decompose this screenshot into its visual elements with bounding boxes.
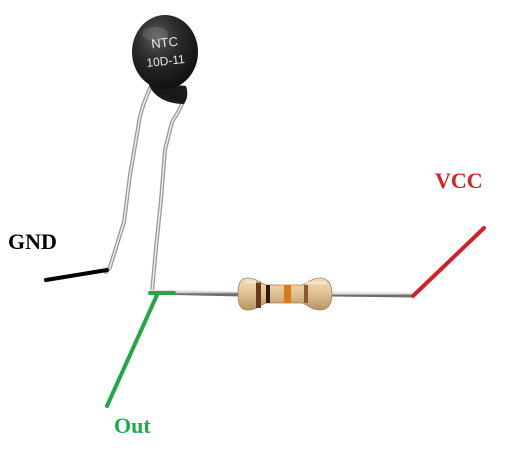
thermistor-text-line1: NTC bbox=[150, 34, 178, 52]
resistor-band-1 bbox=[256, 281, 261, 308]
resistor-band-3 bbox=[284, 285, 291, 303]
ntc-thermistor: NTC 10D-11 bbox=[132, 15, 198, 104]
resistor-lead-right bbox=[327, 291, 416, 298]
out-wire bbox=[105, 293, 159, 408]
thermistor-lead-left bbox=[104, 86, 152, 274]
out-label: Out bbox=[114, 413, 151, 438]
thermistor-leads bbox=[104, 86, 186, 294]
thermistor-disc bbox=[132, 15, 198, 89]
resistor bbox=[237, 277, 333, 311]
resistor-band-4 bbox=[304, 285, 308, 303]
gnd-wire bbox=[44, 268, 109, 282]
thermistor-lead-right bbox=[150, 94, 186, 294]
vcc-wire bbox=[411, 226, 486, 298]
thermistor-text-line2: 10D-11 bbox=[146, 52, 186, 70]
gnd-label: GND bbox=[8, 229, 57, 254]
resistor-band-2 bbox=[266, 285, 270, 303]
vcc-label: VCC bbox=[435, 168, 483, 193]
